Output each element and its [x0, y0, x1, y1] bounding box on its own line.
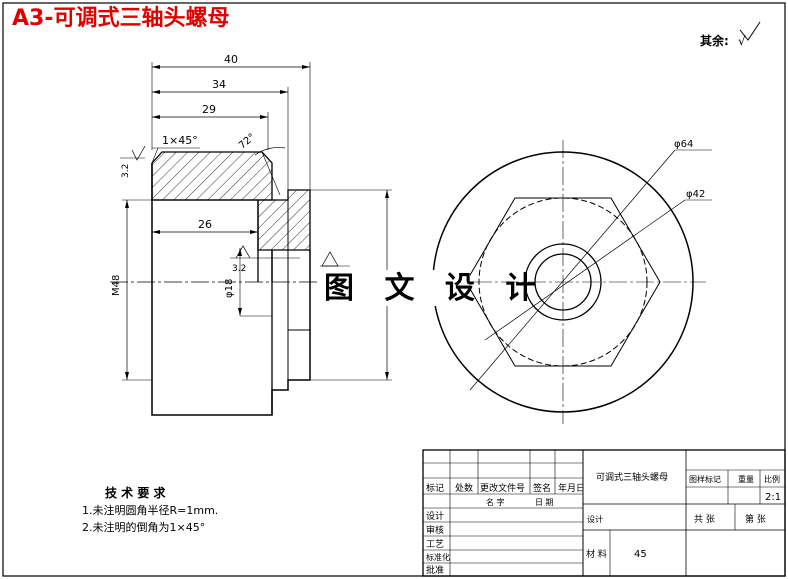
rev-sub-2: 日 期: [535, 498, 554, 507]
dim-34-label: 34: [212, 78, 226, 91]
angle-arc: [254, 147, 286, 156]
drawing-title: A3-可调式三轴头螺母: [12, 5, 229, 31]
roughness-note-label: 其余:: [700, 33, 729, 48]
roughness-left-icon: [131, 145, 146, 161]
tech-item-1: 1.未注明圆角半径R=1mm.: [82, 503, 218, 517]
roughness-face-icon: [321, 251, 339, 267]
role-4: 标准化: [426, 552, 450, 562]
dim-d18-label: φ18: [224, 279, 235, 298]
angle-label: 72°: [237, 132, 258, 152]
tech-requirements: 技 术 要 求 1.未注明圆角半径R=1mm. 2.未注明的倒角为1×45°: [82, 485, 218, 534]
rev-h-1: 标记: [426, 482, 444, 494]
dim-40-label: 40: [224, 53, 238, 66]
design-label: 设计: [587, 514, 603, 524]
dim-line-d42: [484, 199, 686, 341]
mark-h-3: 比例: [764, 474, 780, 484]
mark-h-2: 重量: [738, 474, 754, 484]
dim-26-label: 26: [198, 218, 212, 231]
roughness-symbol-icon: [739, 21, 761, 41]
role-3: 工艺: [426, 539, 444, 550]
material-label: 材 料: [586, 548, 607, 560]
watermark-bg: [318, 270, 470, 306]
body-outline: [151, 163, 311, 416]
section-hatch-upper: [151, 151, 273, 201]
dim-d64-label: φ64: [674, 139, 693, 150]
part-name: 可调式三轴头螺母: [596, 471, 668, 483]
sheet-total: 共 张: [694, 514, 715, 525]
rev-h-5: 年月日: [558, 482, 585, 494]
roughness-left-label: 3.2: [121, 164, 131, 178]
dim-line-d64: [469, 149, 676, 391]
scale-value: 2:1: [765, 492, 781, 503]
role-1: 设计: [426, 510, 444, 522]
role-2: 审核: [426, 524, 444, 536]
roughness-note-symbol: √: [738, 34, 746, 48]
dim-m48-label: M48: [111, 275, 122, 296]
material-value: 45: [634, 549, 647, 560]
title-block-text: 可调式三轴头螺母 标记 处数 更改文件号 签名 年月日 名 字 日 期 设计 审…: [426, 471, 781, 576]
tech-item-2: 2.未注明的倒角为1×45°: [82, 520, 205, 534]
title-block: [422, 449, 786, 577]
roughness-bore-label: 3.2: [232, 264, 246, 274]
section-view: 40 34 29 1×45° 72° 3.2 26 3.2: [110, 53, 395, 416]
rev-h-2: 处数: [455, 482, 473, 494]
dim-d42-label: φ42: [686, 189, 705, 200]
dim-29-label: 29: [202, 103, 216, 116]
rev-h-4: 签名: [533, 482, 551, 494]
rev-h-3: 更改文件号: [480, 482, 525, 494]
roughness-bore-icon: [235, 245, 251, 259]
chamfer-label: 1×45°: [162, 134, 198, 147]
role-5: 批准: [426, 564, 444, 576]
mark-h-1: 图样标记: [689, 474, 721, 484]
rev-sub-1: 名 字: [486, 497, 505, 507]
tech-heading: 技 术 要 求: [105, 485, 167, 500]
sheet-no: 第 张: [745, 513, 766, 525]
watermark-text: 图 文 设 计: [324, 271, 545, 306]
